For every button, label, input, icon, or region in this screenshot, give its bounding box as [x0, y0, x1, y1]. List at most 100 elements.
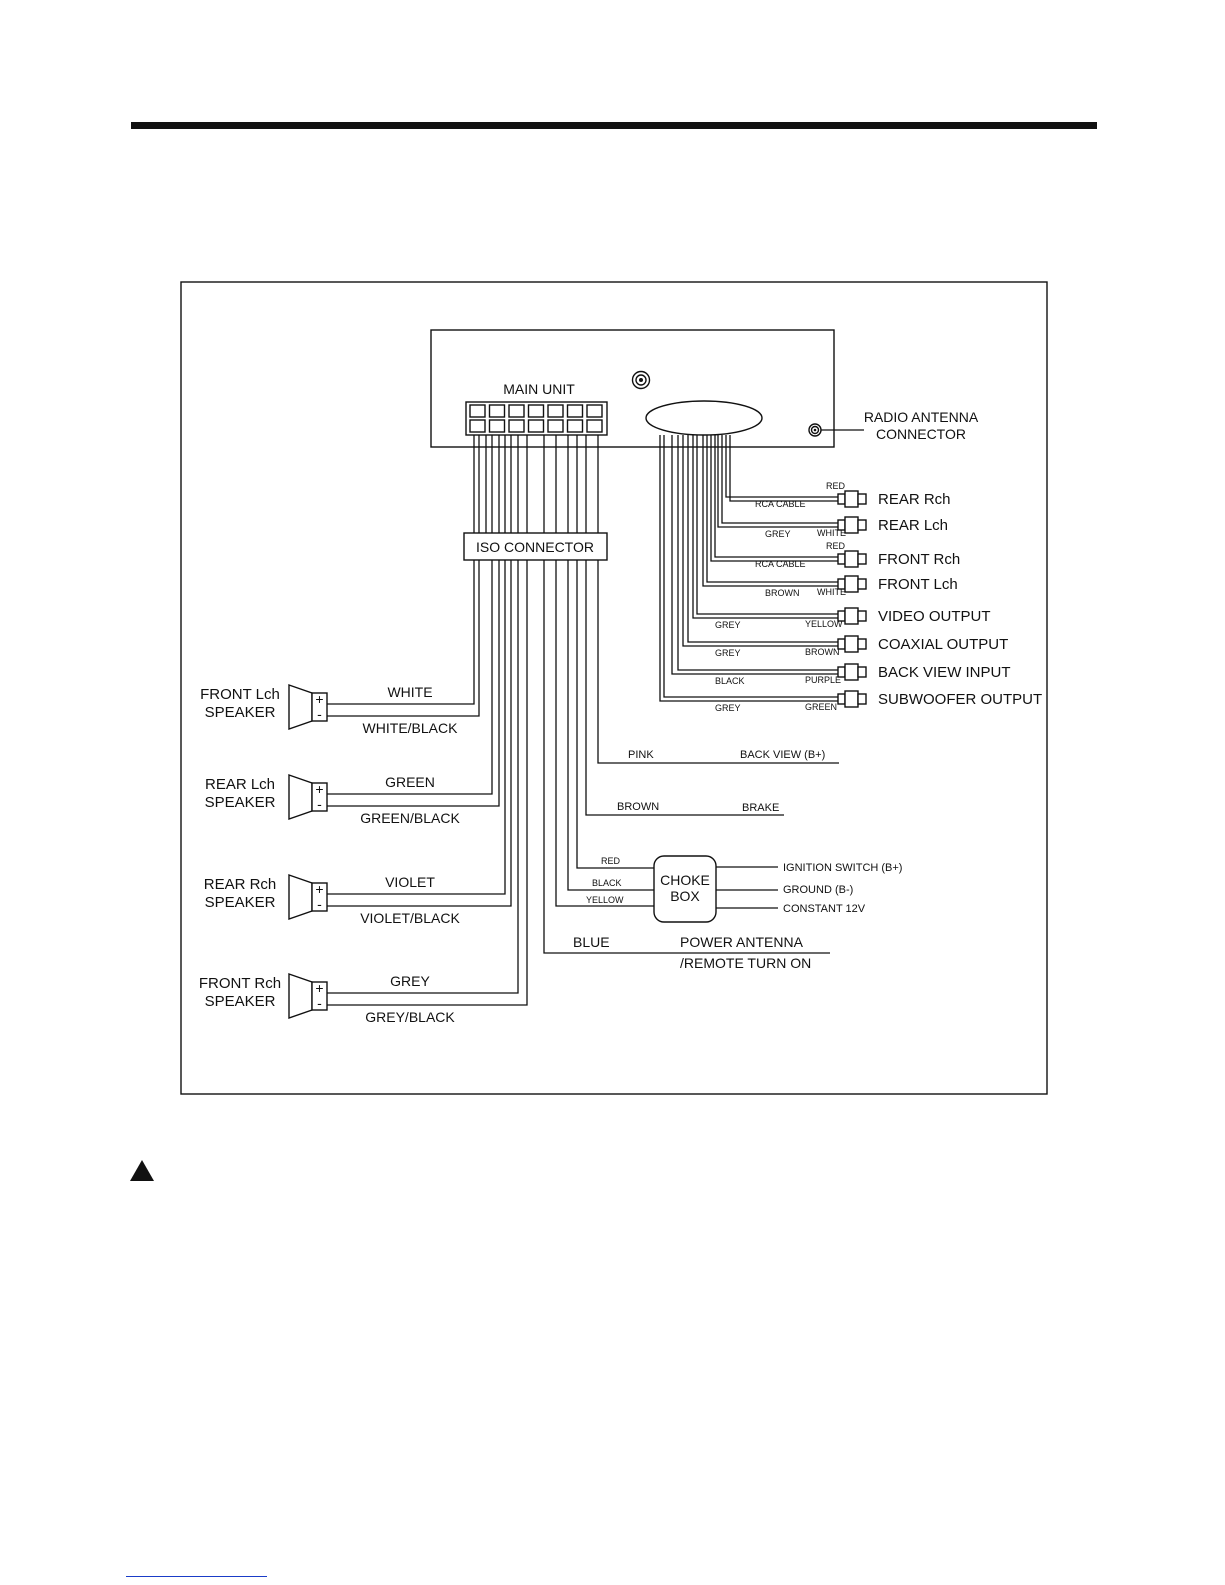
- rca-plug-color: GREEN: [805, 702, 837, 712]
- speaker-plus-label: WHITE: [387, 684, 432, 700]
- speaker-name-1: FRONT Lch: [200, 686, 280, 703]
- minus-sign: -: [317, 796, 322, 812]
- rca-wire-color: BROWN: [765, 588, 800, 598]
- speaker-icon: [288, 874, 313, 920]
- choke-label-1: CHOKE: [660, 872, 710, 888]
- rca-plug-icon: [857, 578, 867, 590]
- blue-wire-label: BLUE: [573, 934, 610, 950]
- rca-wire: [725, 435, 838, 498]
- rca-wire-color: GREY: [715, 648, 741, 658]
- socket-pin: [566, 419, 584, 433]
- rca-output-label: REAR Rch: [878, 491, 951, 508]
- speaker-plus-label: GREEN: [385, 774, 435, 790]
- speaker-minus-label: GREY/BLACK: [365, 1009, 455, 1025]
- rca-plug-icon: [857, 610, 867, 622]
- rca-plug-color: YELLOW: [805, 619, 843, 629]
- choke-label-2: BOX: [670, 888, 700, 904]
- pink-wire: PINK BACK VIEW (B+): [597, 560, 839, 764]
- rca-cable-label: RCA CABLE: [755, 499, 806, 509]
- iso-connector-box: [463, 532, 608, 561]
- rca-output-label: REAR Lch: [878, 517, 948, 534]
- rca-output-label: SUBWOOFER OUTPUT: [878, 691, 1042, 708]
- speaker-plus-wire: [327, 560, 519, 994]
- rca-wire: [696, 435, 838, 615]
- speaker-plus-label: VIOLET: [385, 874, 435, 890]
- rca-wire: [717, 435, 838, 528]
- minus-sign: -: [317, 995, 322, 1011]
- warning-icon: [130, 1160, 154, 1181]
- rca-plug-icon: [857, 638, 867, 650]
- plus-sign: +: [315, 980, 323, 996]
- rca-wire: [721, 435, 838, 524]
- blue-wire: BLUE POWER ANTENNA /REMOTE TURN ON: [543, 560, 830, 971]
- rca-wire: [682, 435, 838, 647]
- rca-wire: [671, 435, 838, 675]
- rca-wire: [706, 435, 838, 583]
- speaker-name-2: SPEAKER: [205, 894, 276, 911]
- iso-socket: [465, 401, 608, 436]
- speaker-name-2: SPEAKER: [205, 704, 276, 721]
- antenna-socket-icon: [808, 423, 822, 437]
- speaker-minus-label: VIOLET/BLACK: [360, 910, 460, 926]
- socket-pin: [488, 404, 506, 418]
- back-view-dest-label: BACK VIEW (B+): [740, 749, 825, 761]
- socket-pin: [508, 404, 525, 418]
- rca-row-7: SUBWOOFER OUTPUT GREEN GREY: [659, 435, 1042, 713]
- rca-plug-icon: [857, 553, 867, 565]
- rca-plug-icon: [857, 693, 867, 705]
- rca-output-label: VIDEO OUTPUT: [878, 608, 991, 625]
- rca-wire: [710, 435, 838, 562]
- socket-pin: [527, 419, 545, 433]
- rca-plug-color: WHITE: [817, 587, 846, 597]
- plus-sign: +: [315, 691, 323, 707]
- brown-wire: BROWN BRAKE: [585, 560, 784, 816]
- pink-wire-label: PINK: [628, 749, 654, 761]
- speaker-minus-wire: [327, 560, 500, 807]
- socket-pin: [469, 404, 486, 418]
- choke-box: CHOKE BOX: [653, 855, 717, 923]
- rca-plug-icon: [857, 666, 867, 678]
- socket-pin: [527, 404, 545, 418]
- brake-dest-label: BRAKE: [742, 802, 779, 814]
- minus-sign: -: [317, 896, 322, 912]
- constant-12v-label: CONSTANT 12V: [783, 903, 866, 915]
- rca-wire-color: GREY: [715, 620, 741, 630]
- speaker-plus-wire: [327, 560, 493, 795]
- rca-wire: [729, 435, 838, 502]
- speaker-minus-label: WHITE/BLACK: [363, 720, 459, 736]
- rca-wire: [663, 435, 838, 698]
- rca-row-4: VIDEO OUTPUT YELLOW GREY: [692, 435, 991, 630]
- speaker-name-1: FRONT Rch: [199, 975, 281, 992]
- speaker-plus-wire: [327, 560, 475, 705]
- choke-in-black: BLACK: [592, 878, 622, 888]
- speaker-name-2: SPEAKER: [205, 794, 276, 811]
- rca-wire: [692, 435, 838, 619]
- rca-plug-icon: [857, 519, 867, 531]
- speaker-icon: [288, 973, 313, 1019]
- rca-plug-color: BROWN: [805, 647, 840, 657]
- footer-link-underline: [126, 1576, 267, 1577]
- rca-wire: [687, 435, 838, 643]
- rca-wire: [677, 435, 838, 671]
- speaker-name-1: REAR Rch: [204, 876, 277, 893]
- rca-output-label: FRONT Rch: [878, 551, 960, 568]
- radio-antenna-label-1: RADIO ANTENNA: [864, 409, 979, 425]
- choke-in-red: RED: [601, 856, 621, 866]
- radio-antenna-label-2: CONNECTOR: [876, 426, 966, 442]
- power-antenna-label-2: /REMOTE TURN ON: [680, 955, 811, 971]
- rca-plug-color: RED: [826, 481, 846, 491]
- rca-row-2: FRONT Rch RED RCA CABLE: [710, 435, 960, 569]
- speaker-plus-label: GREY: [390, 973, 430, 989]
- rca-plug-color: RED: [826, 541, 846, 551]
- plus-sign: +: [315, 781, 323, 797]
- rca-output-label: FRONT Lch: [878, 576, 958, 593]
- knob-icon: [631, 370, 651, 390]
- rca-plug-icon: [857, 493, 867, 505]
- rca-wire: [702, 435, 838, 587]
- speaker-minus-label: GREEN/BLACK: [360, 810, 460, 826]
